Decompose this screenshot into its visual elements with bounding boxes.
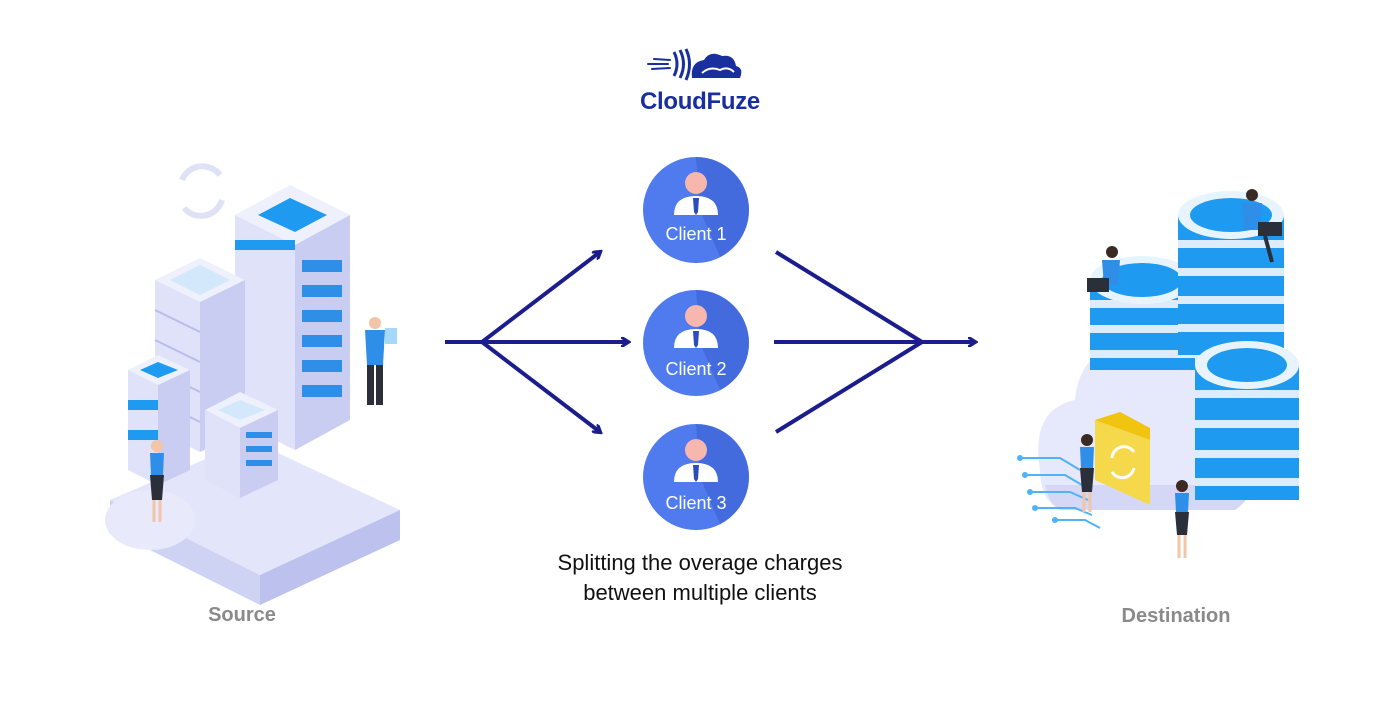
person-icon: [150, 440, 164, 522]
database-icon: [1195, 341, 1299, 500]
person-icon: [1087, 246, 1120, 292]
caption-line-1: Splitting the overage charges: [557, 550, 843, 575]
merge-arrows: [774, 250, 975, 434]
client-label: Client 3: [665, 493, 726, 513]
client-node: Client 1: [643, 157, 749, 263]
person-icon: [1242, 189, 1282, 263]
client-label: Client 1: [665, 224, 726, 244]
client-label: Client 2: [665, 359, 726, 379]
source-label: Source: [208, 604, 276, 626]
cloudfuze-logo-icon: [647, 48, 742, 81]
person-icon: [365, 317, 397, 405]
database-icon: [1090, 256, 1195, 370]
circuit-lines: [1020, 457, 1101, 529]
fan-out-arrows: [445, 252, 628, 432]
user-tie-icon: [674, 439, 718, 482]
server-tower-tall: [235, 185, 350, 450]
folder-sync-icon: [1095, 412, 1150, 505]
database-icon: [1178, 191, 1284, 355]
person-icon: [1080, 434, 1094, 512]
destination-illustration: [1017, 189, 1299, 558]
caption-line-2: between multiple clients: [583, 580, 817, 605]
destination-label: Destination: [1121, 605, 1231, 627]
user-tie-icon: [674, 172, 718, 215]
brand-name: CloudFuze: [640, 88, 760, 115]
sync-icon: [179, 163, 225, 219]
source-illustration: [105, 163, 400, 605]
client-node: Client 2: [643, 290, 749, 396]
diagram-caption: Splitting the overage charges between mu…: [500, 548, 900, 608]
user-tie-icon: [674, 305, 718, 348]
client-node: Client 3: [643, 424, 749, 530]
brand-logo: CloudFuze: [630, 40, 770, 120]
server-small-right: [205, 392, 278, 498]
person-icon: [1175, 480, 1189, 558]
